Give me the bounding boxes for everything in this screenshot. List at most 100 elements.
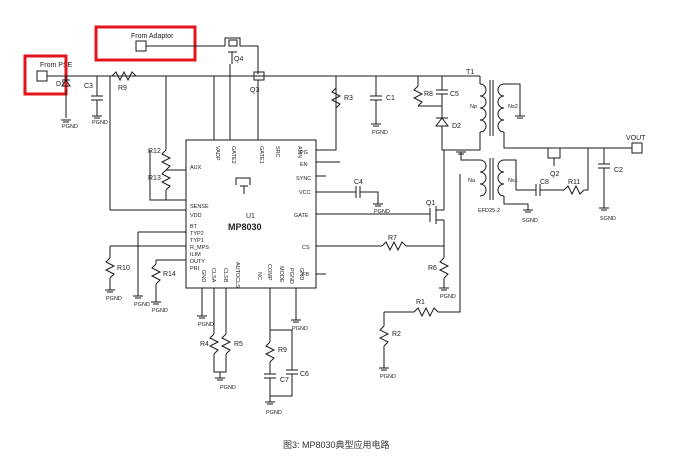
pgnd-label-r14: PGND <box>152 308 168 314</box>
r10-resistor <box>104 257 116 279</box>
r12-resistor <box>160 149 172 171</box>
r6-label: R6 <box>428 265 437 272</box>
adaptor-highlight <box>94 25 197 62</box>
q1-mosfet <box>429 200 445 234</box>
pin-duty: DUTY <box>190 259 205 265</box>
pin-pri: PRI <box>190 266 200 272</box>
r13-label: R13 <box>148 175 161 182</box>
sgnd-label-c2: SGND <box>600 216 616 222</box>
figure-caption: 图3: MP8030典型应用电路 <box>283 439 390 450</box>
r9-label: R9 <box>118 85 127 92</box>
r9-bottom-label: R9 <box>278 347 287 354</box>
t1-ns2: Ns2 <box>508 104 518 110</box>
r7-resistor <box>381 240 407 252</box>
q2-label: Q2 <box>550 171 559 178</box>
pin-mode: MODE <box>278 266 284 283</box>
pgnd-label-r4r5: PGND <box>220 385 236 391</box>
t1-core: EFD25-2 <box>478 208 500 214</box>
t1-aux <box>479 159 487 197</box>
pin-gnd-1: GND <box>200 270 206 282</box>
pin-comp: COMP <box>266 264 272 281</box>
pin-autocls: AUTOCLS <box>234 262 240 288</box>
d1-label: D1 <box>56 81 65 88</box>
pgnd-label-r6: PGND <box>440 294 456 300</box>
chip-name: MP8030 <box>228 222 262 232</box>
c2-label: C2 <box>614 167 623 174</box>
r9-bottom-resistor <box>264 341 276 363</box>
t1-np: Np <box>470 104 477 110</box>
chip-ref: U1 <box>246 213 255 220</box>
r12-label: R12 <box>148 148 161 155</box>
pgnd-label-c4: PGND <box>374 209 390 215</box>
pin-cs: CS <box>302 245 310 251</box>
r11-label: R11 <box>568 179 580 186</box>
sgnd-label-t1: SGND <box>522 218 538 224</box>
c4-label: C4 <box>354 179 363 186</box>
adaptor-input-box <box>135 40 147 52</box>
d2-diode <box>435 117 449 127</box>
q4-label: Q4 <box>234 56 243 63</box>
pin-ilim: ILIM <box>190 252 201 258</box>
pse-input-label: From PSE <box>40 62 73 69</box>
r10-label: R10 <box>117 265 130 272</box>
pin-typ2: TYP2 <box>190 231 204 237</box>
pin-pgnd: PGND <box>288 268 294 284</box>
r11-resistor <box>563 184 585 196</box>
c8-label: C8 <box>540 179 549 186</box>
r8-resistor <box>412 85 424 107</box>
r1-label: R1 <box>416 299 425 306</box>
c5-label: C5 <box>450 91 459 98</box>
t1-ns1: Ns1 <box>508 178 518 184</box>
pse-input-box <box>36 70 48 82</box>
r2-label: R2 <box>392 331 401 338</box>
r3-label: R3 <box>344 95 353 102</box>
pin-typ1: TYP1 <box>190 238 204 244</box>
pin-bt: BT <box>190 224 198 230</box>
r9-resistor <box>111 70 137 82</box>
r14-label: R14 <box>163 271 176 278</box>
c1-label: C1 <box>386 95 395 102</box>
pin-r-mps: R_MPS <box>190 245 209 251</box>
r6-resistor <box>438 257 450 279</box>
r13-resistor <box>160 169 172 191</box>
pse-highlight <box>23 54 68 96</box>
r8-label: R8 <box>424 91 433 98</box>
d1-diode <box>61 79 71 87</box>
pin-sense: SENSE <box>190 204 209 210</box>
pgnd-label-r10: PGND <box>106 296 122 302</box>
pin-src: SRC <box>274 146 280 158</box>
pin-vadp: VADP <box>214 146 220 161</box>
pin-vdd: VDD <box>190 213 202 219</box>
vout-label: VOUT <box>626 135 646 142</box>
pin-vcc: VCC <box>299 190 311 196</box>
t1-secondary-2 <box>497 83 505 133</box>
t1-secondary-1 <box>497 159 505 197</box>
pgnd-label-c3: PGND <box>92 120 108 126</box>
r7-label: R7 <box>388 235 397 242</box>
t1-label: T1 <box>466 69 474 76</box>
pgnd-label-bt: PGND <box>134 302 150 308</box>
pin-fb: FB <box>302 272 309 278</box>
pgnd-label-d1: PGND <box>62 124 78 130</box>
c3-label: C3 <box>84 83 93 90</box>
r5-label: R5 <box>234 341 243 348</box>
d2-label: D2 <box>452 123 461 130</box>
r4-label: R4 <box>200 341 209 348</box>
pin-nc: NC <box>256 272 262 280</box>
pin-gate: GATE <box>294 213 309 219</box>
pin-gnd-2: GND <box>298 268 304 280</box>
r2-resistor <box>378 325 390 347</box>
t1-na: Na <box>468 178 476 184</box>
pin-gate2: GATE2 <box>230 146 236 164</box>
pin-clsa: CLSA <box>210 268 216 283</box>
q3-mosfet <box>253 71 265 88</box>
r3-resistor <box>330 87 342 109</box>
q2-mosfet <box>547 147 561 166</box>
r5-resistor <box>220 333 232 355</box>
vout-terminal <box>631 142 643 154</box>
r1-resistor <box>413 306 439 318</box>
pgnd-label-gnd1: PGND <box>198 322 214 328</box>
q3-label: Q3 <box>250 87 259 94</box>
r4-resistor <box>208 333 220 355</box>
